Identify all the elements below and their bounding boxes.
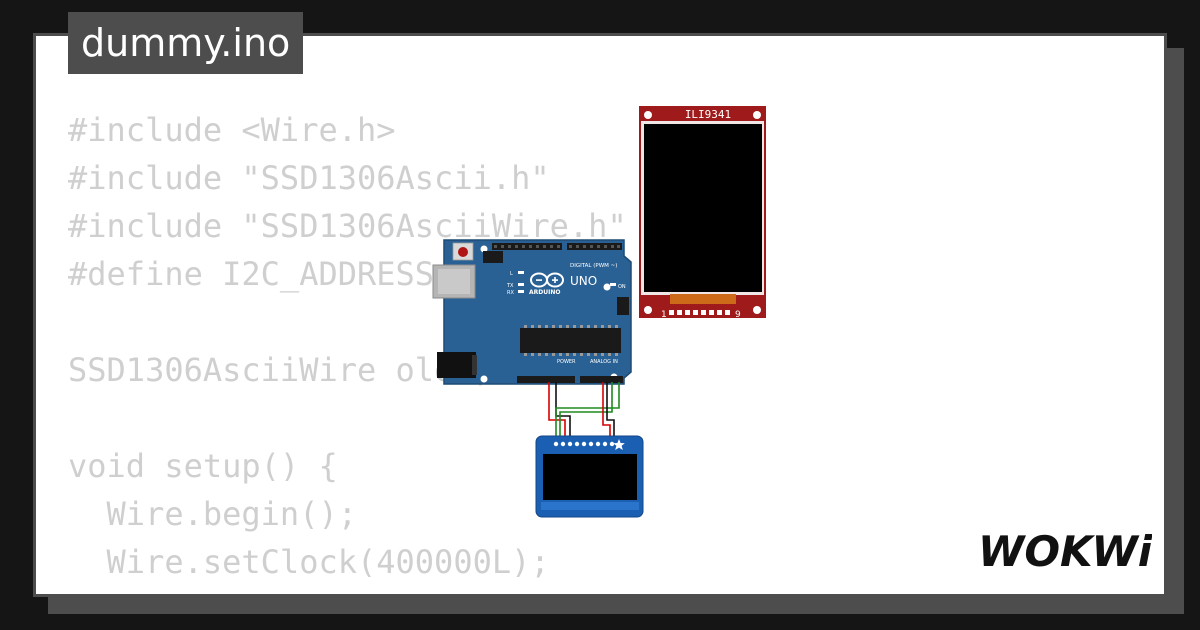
digital-header <box>492 243 622 250</box>
microcontroller-chip <box>520 325 621 356</box>
power-header-label: POWER <box>557 359 576 365</box>
code-line: #include <Wire.h> <box>68 111 396 149</box>
led-on-label: ON <box>618 284 626 290</box>
tft-label: ILI9341 <box>685 108 731 121</box>
oled-display <box>535 435 644 518</box>
power-header <box>517 376 623 383</box>
wokwi-logo-text: WOKWi <box>978 527 1152 576</box>
star-icon <box>613 439 625 450</box>
code-line: Wire.begin(); <box>68 495 357 533</box>
wires <box>548 382 620 442</box>
arduino-logo-icon <box>530 272 564 288</box>
usb-connector <box>432 264 476 299</box>
tft-pin-first-label: 1 <box>661 310 667 320</box>
project-title: dummy.ino <box>68 12 304 74</box>
led-tx-label: TX <box>506 283 514 289</box>
code-line: Wire.setClock(400000L); <box>68 543 550 581</box>
code-line: void setup() { <box>68 447 338 485</box>
code-line: #include "SSD1306Ascii.h" <box>68 159 550 197</box>
led-rx-label: RX <box>507 290 514 296</box>
arduino-model-label: UNO <box>570 274 597 288</box>
arduino-uno-board: DIGITAL (PWM ~) L TX RX ON UNO ARDUINO <box>432 239 632 385</box>
code-line: #include "SSD1306AsciiWire.h" <box>68 207 627 245</box>
power-jack <box>437 352 477 378</box>
arduino-brand-label: ARDUINO <box>529 289 560 296</box>
ili9341-tft-display: ILI9341 1 9 <box>639 106 766 320</box>
wokwi-logo: WOKWi <box>978 527 1152 576</box>
digital-header-label: DIGITAL (PWM ~) <box>570 263 617 269</box>
analog-header-label: ANALOG IN <box>590 359 618 365</box>
reset-button <box>452 242 474 261</box>
tft-pin-last-label: 9 <box>735 310 741 320</box>
led-l-label: L <box>510 271 513 277</box>
code-line: oled.begin(&Adafruit128x64, I2C_ADDRESS)… <box>68 586 897 594</box>
